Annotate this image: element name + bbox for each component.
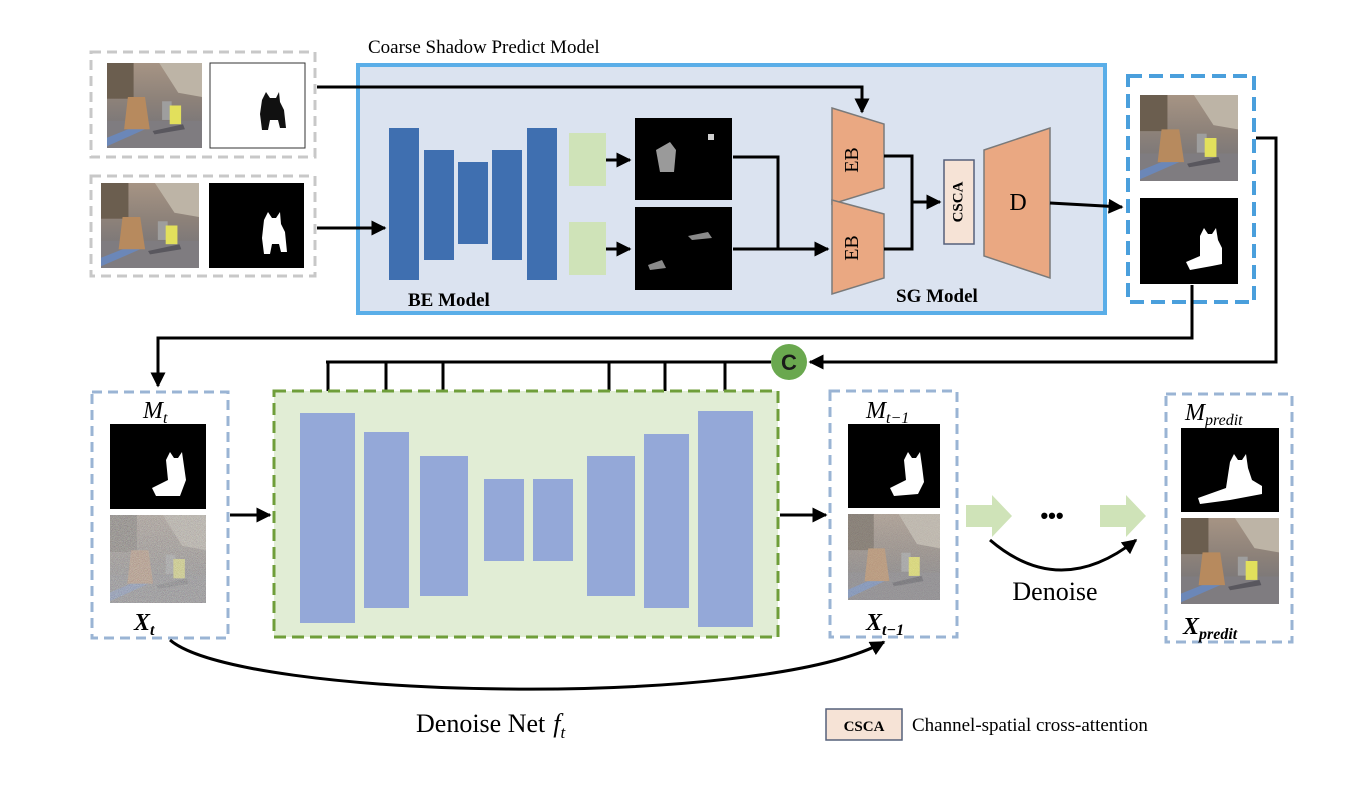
be-block-4 <box>492 150 522 260</box>
coarse-model-title: Coarse Shadow Predict Model <box>368 37 600 58</box>
input-group-2 <box>89 174 317 278</box>
denoise-block-2 <box>364 432 409 608</box>
denoise-block-8 <box>698 411 753 627</box>
denoise-block-4 <box>484 479 524 561</box>
sg-model-label: SG Model <box>896 286 978 307</box>
skip-arc-xt-to-xt1 <box>169 638 886 691</box>
sg-encoder-top <box>831 106 885 206</box>
input-image-1 <box>107 63 202 148</box>
output-mt1-label: Mt−1 <box>865 398 909 427</box>
final-x-image <box>1181 518 1279 604</box>
coarse-output-image <box>1140 95 1238 181</box>
input-mt-mask-shape <box>152 452 186 496</box>
output-mt1-mask-shape <box>890 452 924 496</box>
sg-encoder-bottom <box>831 199 885 296</box>
input-xt-label: Xt <box>133 610 155 639</box>
be-model-label: BE Model <box>408 290 490 311</box>
concat-node <box>771 344 807 380</box>
input-mt-label: Mt <box>142 398 168 427</box>
be-block-1 <box>389 128 419 280</box>
denoise-loop-arc <box>989 538 1138 572</box>
legend-csca-badge-label: CSCA <box>844 719 885 735</box>
final-x-label: Xpredit <box>1182 614 1238 643</box>
sg-encoder-bottom-label: EB <box>841 235 863 261</box>
be-object-blob-small <box>708 134 714 140</box>
input-group-1 <box>89 50 317 159</box>
denoise-block-1 <box>300 413 355 623</box>
sg-decoder-label: D <box>1009 190 1026 216</box>
be-block-5 <box>527 128 557 280</box>
sg-decoder <box>983 126 1051 280</box>
be-head-top <box>569 133 606 186</box>
legend-text: Channel-spatial cross-attention <box>912 715 1148 736</box>
csca-label: CSCA <box>950 181 966 222</box>
be-head-bottom <box>569 222 606 275</box>
be-block-3 <box>458 162 488 244</box>
denoise-block-3 <box>420 456 468 596</box>
object-silhouette-white <box>262 212 287 254</box>
sg-encoder-top-label: EB <box>841 147 863 173</box>
input-image-2 <box>101 183 199 268</box>
denoise-block-6 <box>587 456 635 596</box>
csca-box <box>943 159 975 245</box>
flow-arrow-2 <box>1100 495 1146 537</box>
be-block-2 <box>424 150 454 260</box>
denoise-block-5 <box>533 479 573 561</box>
be-output-object-map <box>635 118 732 200</box>
input-mt-mask <box>110 424 206 509</box>
arrow-map-top-to-eb <box>733 155 830 257</box>
coarse-output-mask <box>1140 198 1238 284</box>
denoise-block-7 <box>644 434 689 608</box>
be-output-shadow-map <box>635 207 732 290</box>
final-output-group <box>1164 392 1294 644</box>
denoise-net-box <box>272 389 780 639</box>
ellipsis: ••• <box>1040 503 1063 528</box>
input-mt-xt-group <box>90 390 230 640</box>
arrow-output-to-concat <box>808 136 1278 370</box>
coarse-output-group <box>1126 74 1256 304</box>
be-object-blob <box>656 142 676 172</box>
coarse-output-mask-shape <box>1186 228 1222 270</box>
be-shadow-blob-2 <box>688 232 712 240</box>
arrow-input1-to-eb <box>317 85 870 114</box>
concat-symbol: C <box>781 350 797 375</box>
denoise-label: Denoise <box>1012 577 1097 606</box>
final-m-mask-shape <box>1198 454 1262 504</box>
object-silhouette-black <box>260 92 286 130</box>
output-mt1-xt1-group <box>828 389 959 639</box>
flow-arrow-1 <box>966 495 1012 537</box>
be-shadow-blob-1 <box>648 260 666 270</box>
input-mask-1 <box>209 62 306 149</box>
input-mask-2 <box>209 183 304 268</box>
legend-csca-badge <box>825 708 903 741</box>
arrow-mask-to-mt <box>150 285 1194 388</box>
output-xt1-label: Xt−1 <box>865 610 904 639</box>
arrow-decoder-to-output <box>1049 198 1124 214</box>
output-xt1-image <box>848 514 940 600</box>
final-m-label: Mpredit <box>1184 400 1243 429</box>
input-xt-noisy-image <box>110 515 206 603</box>
